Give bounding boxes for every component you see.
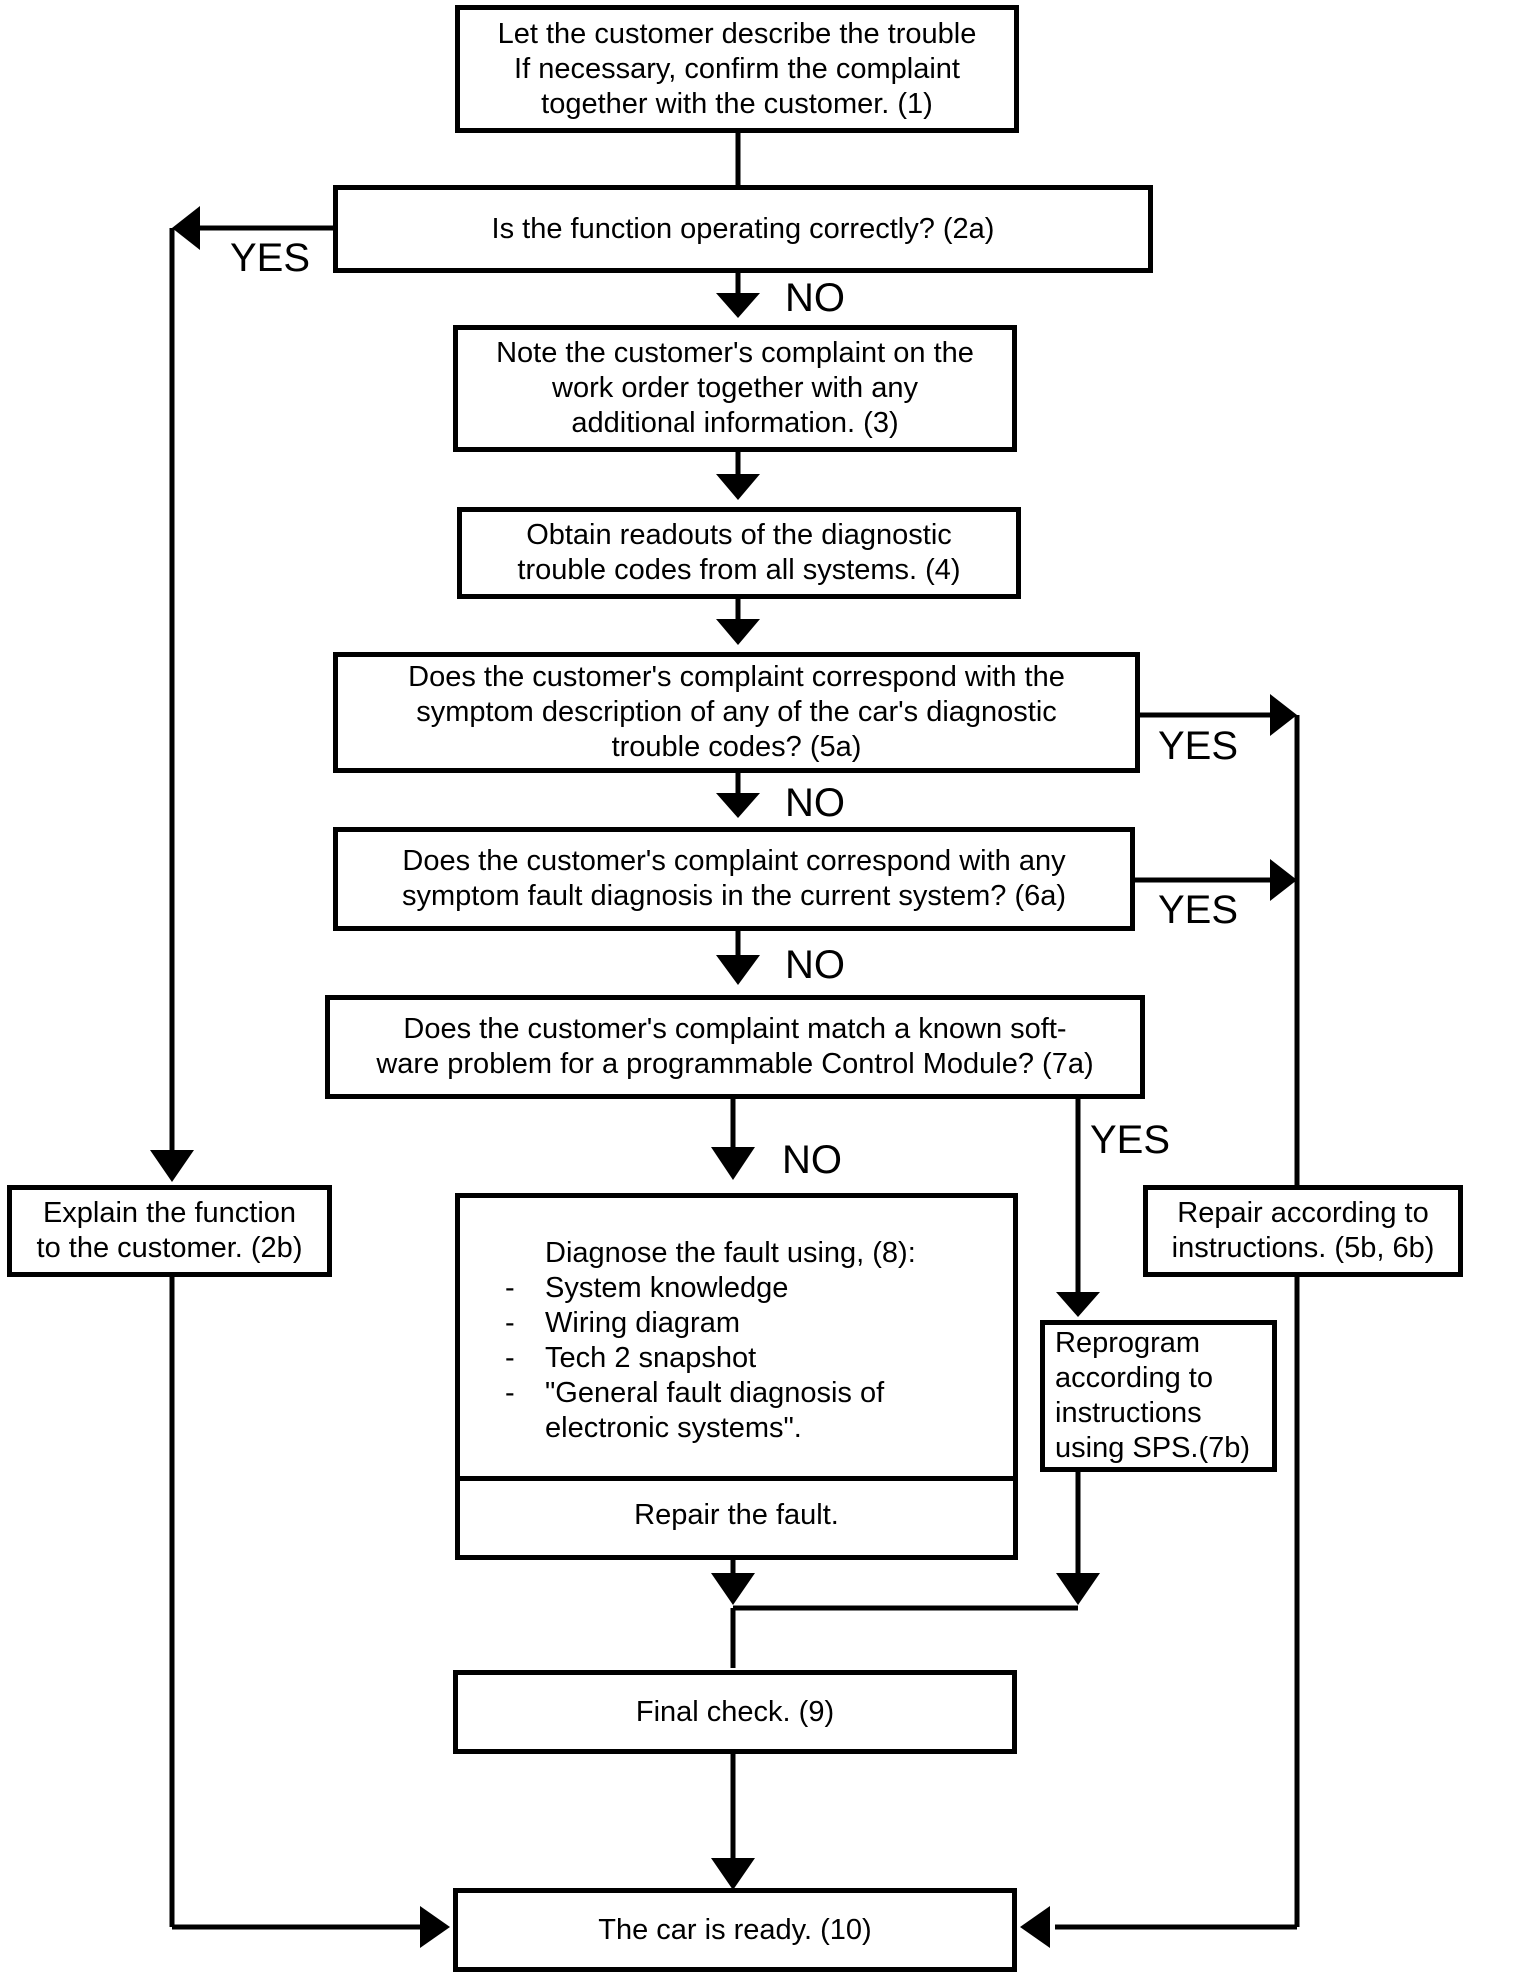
- box-5a-line: trouble codes? (5a): [611, 731, 862, 763]
- box-7a-line: Does the customer's complaint match a kn…: [403, 1013, 1067, 1045]
- arrowhead-to-2b: [150, 1150, 194, 1182]
- arrowhead-to-6a: [716, 793, 760, 818]
- box-2b-line: to the customer. (2b): [36, 1232, 303, 1264]
- arrowhead-to-8: [711, 1147, 755, 1180]
- label-yes-6a: YES: [1158, 888, 1239, 932]
- box-step-7b: Reprogram according to instructions usin…: [1040, 1320, 1277, 1472]
- box-step-4: Obtain readouts of the diagnostic troubl…: [457, 507, 1021, 599]
- arrowhead-to-3: [716, 293, 760, 318]
- box-step-5a: Does the customer's complaint correspond…: [333, 652, 1140, 773]
- box-5b6b-line: Repair according to: [1177, 1197, 1429, 1229]
- arrowhead-to-7a: [716, 955, 760, 985]
- box-4-line: trouble codes from all systems. (4): [517, 554, 961, 586]
- arrowhead-6a-yes: [1270, 859, 1297, 901]
- arrowhead-8-merge: [711, 1573, 755, 1605]
- arrowhead-to-4: [716, 474, 760, 500]
- box-1-line: If necessary, confirm the complaint: [514, 52, 960, 85]
- arrowhead-right-to-10: [1020, 1906, 1050, 1948]
- label-no-6a: NO: [785, 943, 845, 987]
- arrowhead-to-5a: [716, 619, 760, 645]
- arrowhead-left-to-10: [420, 1906, 450, 1948]
- label-no-2a: NO: [785, 276, 845, 320]
- box-2b-line: Explain the function: [42, 1197, 297, 1229]
- box-step-2b: Explain the function to the customer. (2…: [7, 1185, 332, 1277]
- box-step-9: Final check. (9): [453, 1670, 1017, 1754]
- label-yes-7a: YES: [1090, 1118, 1171, 1162]
- box-8-diagnose-section: Diagnose the fault using, (8): -System k…: [460, 1198, 1013, 1481]
- label-yes-2a: YES: [230, 236, 311, 280]
- box-7a-line: ware problem for a programmable Control …: [376, 1048, 1094, 1080]
- label-no-5a: NO: [785, 781, 845, 825]
- arrowhead-5a-yes: [1270, 694, 1297, 736]
- box-8-title: Diagnose the fault using, (8):: [545, 1237, 916, 1269]
- list-item: -Wiring diagram: [505, 1307, 740, 1339]
- box-7b-line: Reprogram: [1055, 1327, 1201, 1359]
- box-5a-line: Does the customer's complaint correspond…: [408, 661, 1065, 693]
- arrowhead-to-10: [711, 1858, 755, 1890]
- box-3-line: Note the customer's complaint on the: [496, 337, 974, 369]
- box-8-list: -System knowledge -Wiring diagram -Tech …: [505, 1271, 884, 1446]
- box-3-line: work order together with any: [552, 372, 918, 404]
- box-5b6b-line: instructions. (5b, 6b): [1171, 1232, 1435, 1264]
- label-no-7a: NO: [782, 1138, 842, 1182]
- box-6a-line: symptom fault diagnosis in the current s…: [401, 880, 1067, 912]
- box-step-8: Diagnose the fault using, (8): -System k…: [455, 1193, 1018, 1560]
- box-5a-line: symptom description of any of the car's …: [416, 696, 1057, 728]
- box-2a-line: Is the function operating correctly? (2a…: [491, 212, 995, 245]
- box-1-line: Let the customer describe the trouble: [497, 17, 977, 50]
- box-step-10: The car is ready. (10): [453, 1888, 1017, 1972]
- box-7b-line: according to: [1055, 1362, 1213, 1394]
- box-4-line: Obtain readouts of the diagnostic: [526, 519, 952, 551]
- box-7b-line: instructions: [1055, 1397, 1202, 1429]
- box-step-6a: Does the customer's complaint correspond…: [333, 827, 1135, 931]
- box-1-line: together with the customer. (1): [541, 87, 933, 120]
- arrowhead-to-7b: [1056, 1292, 1100, 1317]
- box-10-line: The car is ready. (10): [598, 1913, 872, 1946]
- box-6a-line: Does the customer's complaint correspond…: [402, 845, 1066, 877]
- box-step-1: Let the customer describe the trouble If…: [455, 5, 1019, 133]
- arrowhead-2a-yes: [172, 206, 200, 250]
- label-yes-5a: YES: [1158, 724, 1239, 768]
- box-step-3: Note the customer's complaint on the wor…: [453, 325, 1017, 452]
- box-step-7a: Does the customer's complaint match a kn…: [325, 995, 1145, 1099]
- box-8-repair-section: Repair the fault.: [634, 1499, 839, 1531]
- box-7b-line: using SPS.(7b): [1055, 1432, 1251, 1464]
- list-item: -Tech 2 snapshot: [505, 1342, 757, 1374]
- box-step-2a: Is the function operating correctly? (2a…: [333, 185, 1153, 273]
- list-item: -System knowledge: [505, 1272, 789, 1304]
- box-3-line: additional information. (3): [571, 407, 899, 439]
- arrowhead-7b-merge: [1056, 1573, 1100, 1605]
- box-9-line: Final check. (9): [635, 1695, 835, 1728]
- box-step-5b-6b: Repair according to instructions. (5b, 6…: [1143, 1185, 1463, 1277]
